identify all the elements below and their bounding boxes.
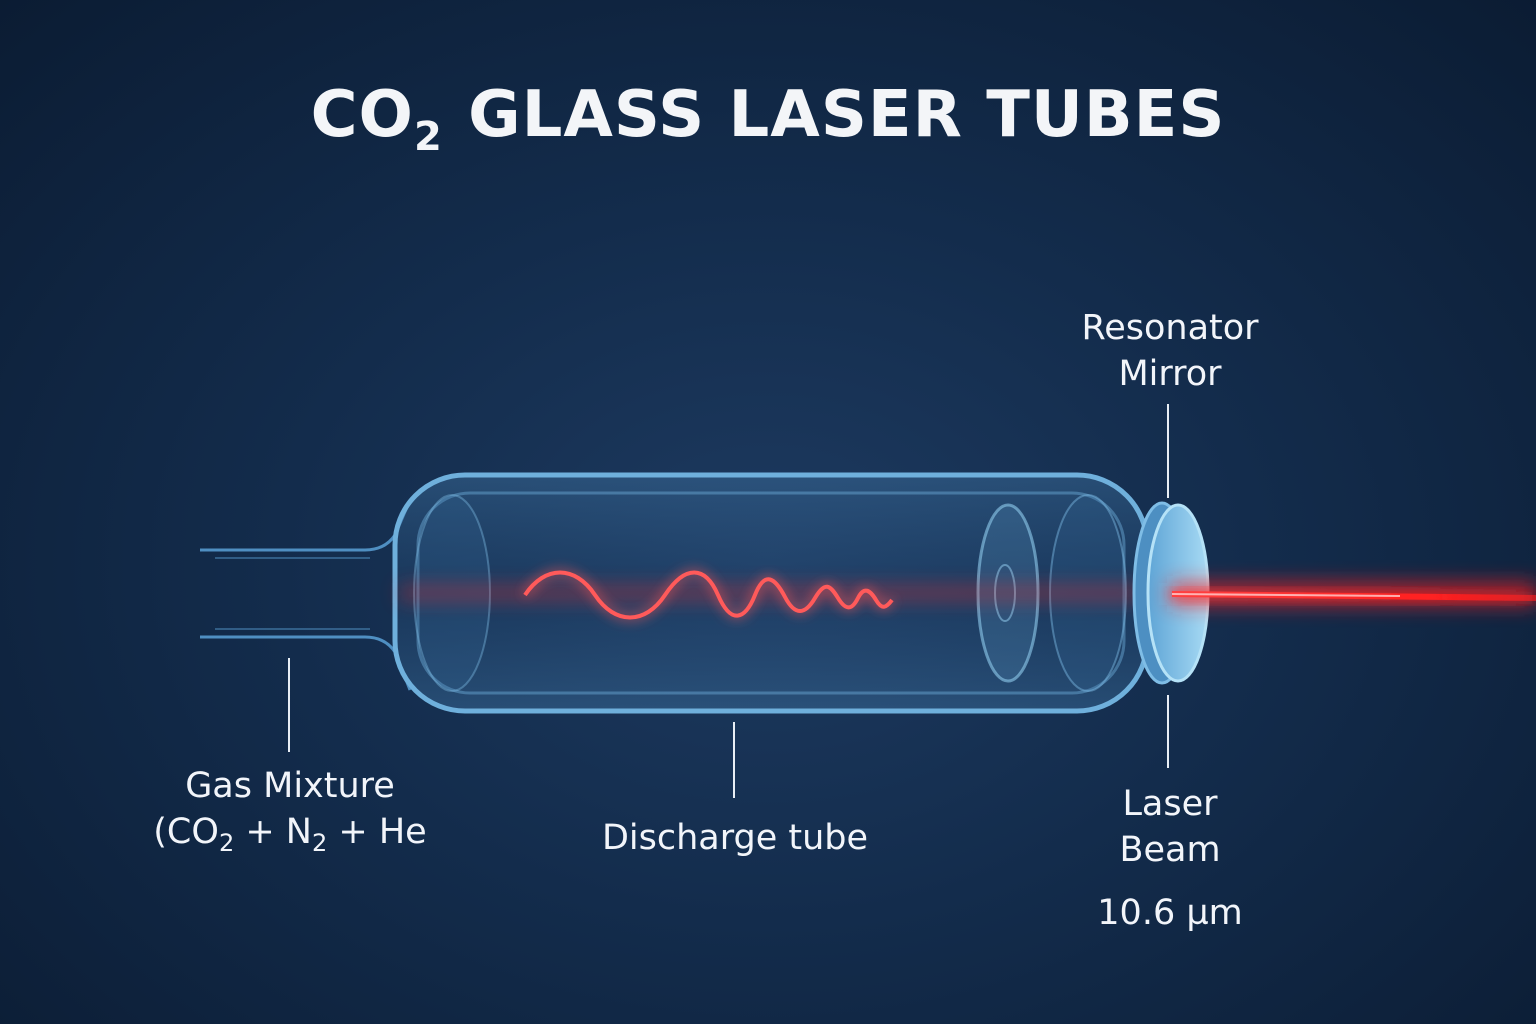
resonator-mirror-label: Resonator Mirror <box>1060 305 1280 397</box>
resonator-label-line1: Resonator <box>1081 308 1259 348</box>
title-subscript: 2 <box>413 114 443 160</box>
gas-open: (CO <box>153 812 219 852</box>
diagram-title: CO2 GLASS LASER TUBES <box>0 78 1536 160</box>
resonator-mirror <box>1132 501 1210 685</box>
gas-plus1: + N <box>234 812 312 852</box>
internal-laser-beam <box>400 588 1140 598</box>
beam-label-line2: Beam <box>1119 830 1221 870</box>
gas-mixture-label: Gas Mixture (CO2 + N2 + He <box>140 763 440 858</box>
output-laser-beam <box>1170 583 1536 605</box>
resonator-label-line2: Mirror <box>1118 354 1222 394</box>
title-prefix: CO <box>310 78 414 152</box>
gas-plus2: + He <box>327 812 427 852</box>
gas-label-line2: (CO2 + N2 + He <box>140 809 440 858</box>
gas-sub2: 2 <box>311 829 328 857</box>
laser-beam-label: Laser Beam <box>1070 781 1270 873</box>
title-rest: GLASS LASER TUBES <box>468 78 1226 152</box>
gas-inlet-tube <box>200 499 412 691</box>
gas-label-line1: Gas Mixture <box>185 766 395 806</box>
laser-wave <box>523 570 894 620</box>
discharge-tube-label: Discharge tube <box>601 818 869 858</box>
beam-label-line1: Laser <box>1122 784 1218 824</box>
wavelength-label: 10.6 µm <box>1097 893 1243 933</box>
gas-sub1: 2 <box>218 829 235 857</box>
